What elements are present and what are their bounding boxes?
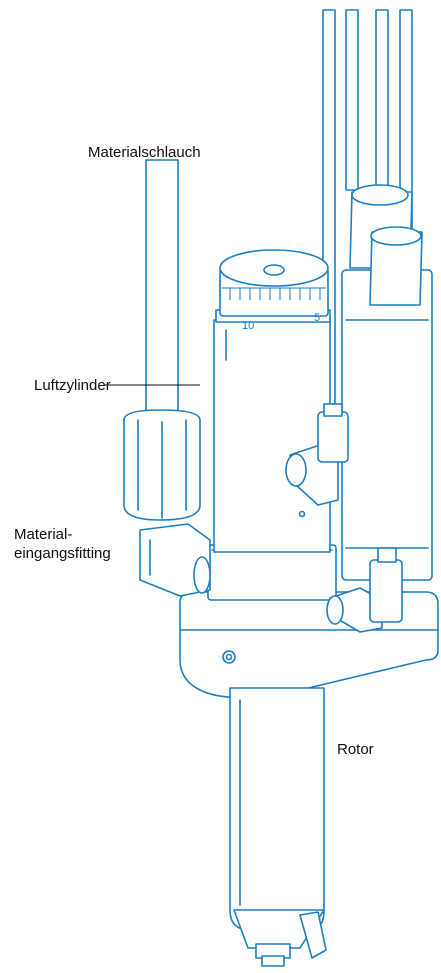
rotor-body [229,687,327,967]
adjustment-dial: 10 5 [219,249,329,332]
material-inlet-fitting-label-line1: Material- [14,526,73,543]
material-hose-label: Materialschlauch [88,144,201,161]
material-hose [123,159,201,521]
rear-cylinder [341,184,433,581]
rotor-label: Rotor [337,741,374,758]
air-cylinder-body [207,309,337,601]
material-inlet-fitting-label-line2: eingangsfitting [14,545,111,562]
material-inlet-fitting [139,523,211,597]
air-cylinder-label: Luftzylinder [34,377,111,394]
air-fittings [285,403,403,633]
dial-mark-10: 10 [242,320,254,332]
material-inlet-fitting-label: Material- eingangsfitting [14,525,111,563]
dial-mark-5: 5 [314,312,320,324]
